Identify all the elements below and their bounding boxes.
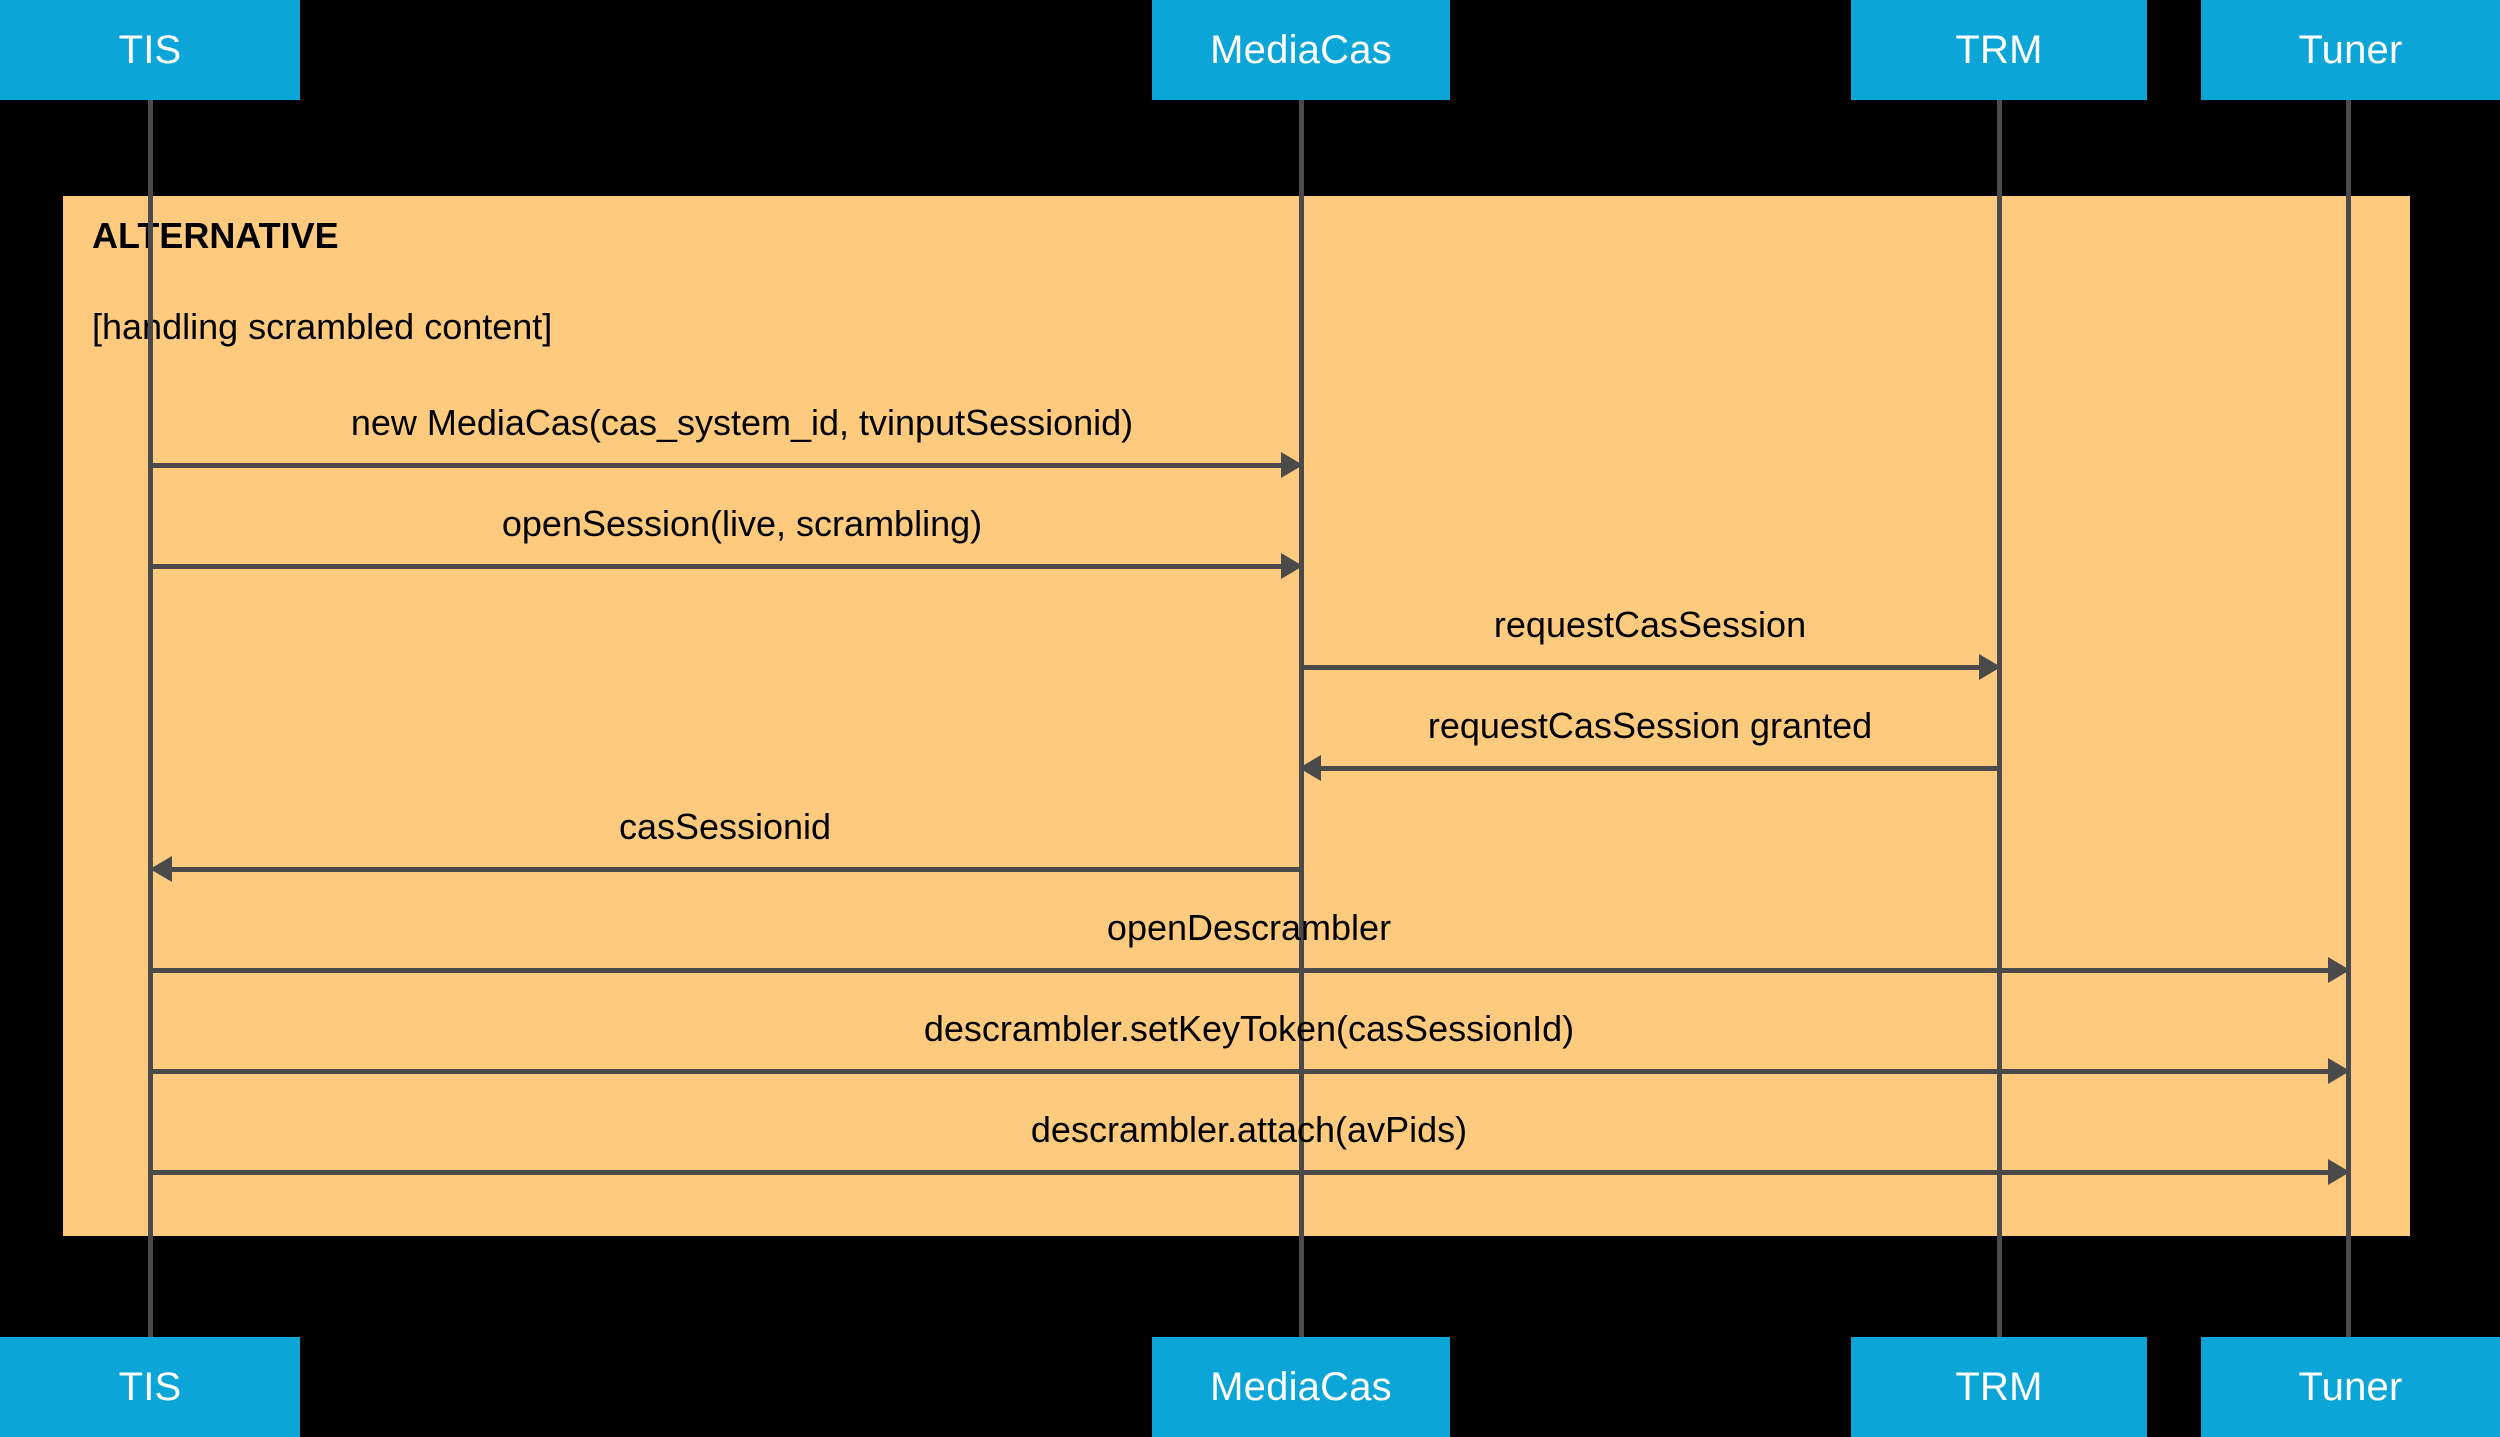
message-line: [150, 968, 2330, 973]
participant-header-tis-label: TIS: [118, 27, 182, 72]
arrow-head-right-icon: [2328, 1159, 2350, 1185]
arrow-head-right-icon: [2328, 1058, 2350, 1084]
message-label: requestCasSession granted: [1427, 705, 1873, 746]
message-label: openDescrambler: [1106, 907, 1392, 948]
message-line: [1301, 665, 1981, 670]
message-line: [150, 463, 1283, 468]
alt-fragment-condition: [handling scrambled content]: [92, 306, 553, 347]
arrow-head-right-icon: [1281, 553, 1303, 579]
lifeline-tuner-overlay: [2346, 100, 2351, 1337]
message-label: descrambler.attach(avPids): [1030, 1109, 1468, 1150]
participant-footer-trm[interactable]: TRM: [1851, 1337, 2147, 1437]
participant-header-mediacas[interactable]: MediaCas: [1152, 0, 1450, 100]
arrow-head-left-icon: [1299, 755, 1321, 781]
alt-fragment-title: ALTERNATIVE: [92, 215, 339, 256]
message-line: [150, 1170, 2330, 1175]
arrow-head-right-icon: [2328, 957, 2350, 983]
arrow-head-right-icon: [1281, 452, 1303, 478]
message-line: [150, 564, 1283, 569]
participant-header-tis[interactable]: TIS: [0, 0, 300, 100]
lifeline-tis-overlay: [148, 100, 153, 1337]
message-line: [170, 867, 1303, 872]
participant-header-mediacas-label: MediaCas: [1210, 27, 1392, 72]
participant-footer-tuner-label: Tuner: [2298, 1364, 2403, 1409]
arrow-head-left-icon: [150, 856, 172, 882]
participant-footer-tis-label: TIS: [118, 1364, 182, 1409]
participant-header-tuner-label: Tuner: [2298, 27, 2403, 72]
alt-fragment: [63, 196, 2410, 1236]
participant-header-trm-label: TRM: [1955, 27, 2043, 72]
message-line: [1319, 766, 1999, 771]
message-label: casSessionid: [618, 806, 832, 847]
message-label: requestCasSession: [1493, 604, 1807, 645]
participant-header-trm[interactable]: TRM: [1851, 0, 2147, 100]
lifeline-trm-overlay: [1997, 100, 2002, 1337]
message-label: openSession(live, scrambling): [501, 503, 983, 544]
message-label: new MediaCas(cas_system_id, tvinputSessi…: [350, 402, 1134, 443]
participant-footer-mediacas-label: MediaCas: [1210, 1364, 1392, 1409]
participant-footer-tuner[interactable]: Tuner: [2201, 1337, 2500, 1437]
participant-footer-mediacas[interactable]: MediaCas: [1152, 1337, 1450, 1437]
participant-header-tuner[interactable]: Tuner: [2201, 0, 2500, 100]
lifeline-mediacas-overlay: [1299, 100, 1304, 1337]
message-label: descrambler.setKeyToken(casSessionId): [923, 1008, 1575, 1049]
participant-footer-trm-label: TRM: [1955, 1364, 2043, 1409]
participant-footer-tis[interactable]: TIS: [0, 1337, 300, 1437]
arrow-head-right-icon: [1979, 654, 2001, 680]
message-line: [150, 1069, 2330, 1074]
